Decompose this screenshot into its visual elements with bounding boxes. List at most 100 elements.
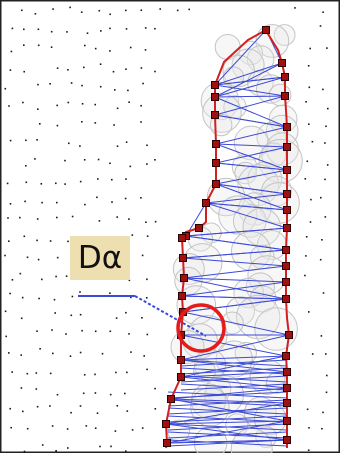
boundary-vertex [282,246,290,254]
dot [99,63,102,65]
dot [9,203,12,205]
dot [20,387,23,389]
dot [146,278,148,281]
dot [146,235,149,237]
dot [128,218,130,220]
dot [325,353,327,355]
mesh-edge [215,162,288,171]
dot [11,279,14,281]
mesh-edge [185,235,287,251]
dot [327,107,329,110]
dot [306,408,309,411]
dot [83,374,86,376]
mesh-edge [170,398,288,404]
dot [70,411,72,414]
mesh-edge [165,420,288,425]
dot [49,372,52,375]
dot [20,354,22,356]
dot [56,256,59,259]
boundary-vertex [211,111,219,119]
dot [52,352,54,355]
dot [37,44,40,47]
dot [305,101,307,103]
dot [109,292,111,294]
dot [8,352,10,354]
dot [116,216,118,218]
dot [125,178,127,180]
dot [20,317,23,320]
mesh-edge [214,76,286,98]
boundary-vertex [283,384,291,392]
boundary-vertex [283,143,291,151]
dot [144,49,147,51]
mesh-edge [180,334,287,357]
boundary-vertex [282,352,290,360]
dot [6,182,9,185]
dot [69,6,71,9]
dot [96,412,99,414]
dot [326,164,329,166]
mesh-edge [167,391,288,399]
boundary-vertex [282,295,290,303]
dot [25,181,28,184]
mesh-edge [180,334,290,361]
dot [98,9,101,12]
dot [309,47,311,50]
dot [110,445,112,448]
dot [154,220,157,223]
dot [146,297,148,299]
dot [26,256,29,259]
dot [22,410,24,413]
dot [79,145,81,147]
dot [125,311,127,314]
dot [141,317,143,319]
mesh-edge [182,257,287,267]
dot [11,371,13,373]
dot [23,44,25,46]
dot [130,296,132,299]
mesh-edge [182,298,287,313]
dot [128,333,130,335]
mesh-edge [215,143,288,148]
dot [66,31,68,33]
dot [309,221,312,223]
dot [65,275,68,277]
dot [79,405,82,407]
dot [23,70,25,73]
dot [81,84,83,87]
dot [65,333,67,335]
dot [10,426,12,429]
dot [140,104,142,107]
boundary-vertex [262,26,270,34]
dot [109,330,112,333]
dot [113,124,115,126]
dot [96,196,98,199]
dot [26,372,29,375]
dot [109,50,111,52]
particle-circle [167,419,191,443]
boundary-vertex [212,140,220,148]
mesh-edge [214,95,286,98]
boundary-vertex [283,399,291,407]
dot [50,46,53,48]
dot [128,101,130,103]
dot [154,70,156,73]
dot [67,240,69,243]
boundary-vertex [178,292,186,300]
dot [36,405,39,408]
dot [109,162,111,165]
mesh-edge [214,95,286,116]
dot [307,65,310,67]
dot [81,329,83,332]
dot [125,141,128,143]
dot [94,392,97,394]
dot [99,445,101,448]
mesh-edge [215,146,288,164]
dot [36,218,39,220]
dot [94,427,97,429]
dot [306,160,309,163]
dot [131,429,134,431]
mesh-edge [167,439,288,447]
dot [37,83,39,86]
